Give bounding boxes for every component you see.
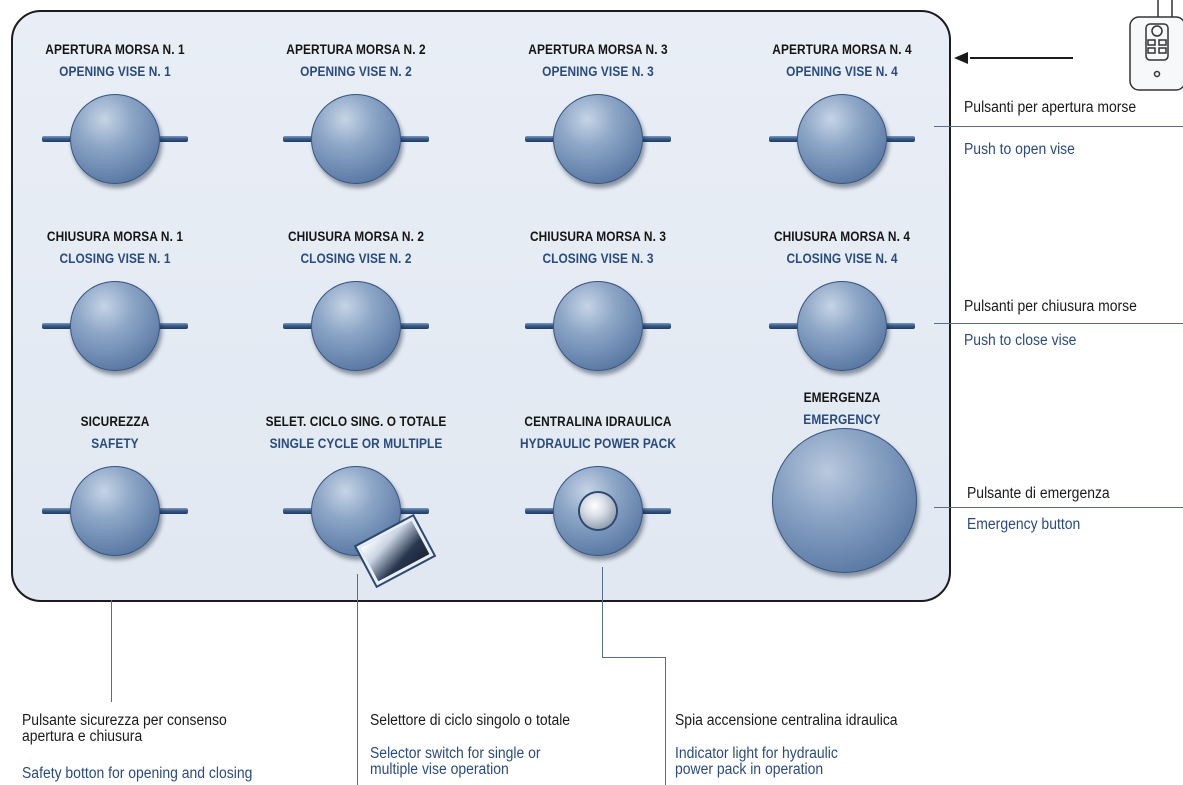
leader-line-lamp-b	[602, 657, 666, 658]
control-label-en: CLOSING VISE N. 2	[300, 251, 412, 266]
control-label-it: SICUREZZA	[80, 414, 150, 429]
control-label-it: SELET. CICLO SING. O TOTALE	[265, 414, 447, 429]
closing-vise-3-control: CHIUSURA MORSA N. 3 CLOSING VISE N. 3	[488, 229, 708, 409]
hydraulic-indicator-housing	[553, 466, 643, 556]
control-label-en: HYDRAULIC POWER PACK	[520, 436, 676, 451]
safety-button[interactable]	[70, 466, 160, 556]
annotation-selector-en: Selector switch for single or multiple v…	[370, 745, 541, 778]
closing-vise-4-button[interactable]	[797, 281, 887, 371]
control-label-en: OPENING VISE N. 3	[542, 64, 654, 79]
annotation-lamp-en: Indicator light for hydraulic power pack…	[675, 745, 838, 778]
opening-vise-3-button[interactable]	[553, 94, 643, 184]
opening-vise-4-control: APERTURA MORSA N. 4 OPENING VISE N. 4	[732, 42, 952, 222]
opening-vise-4-button[interactable]	[797, 94, 887, 184]
control-label-en: OPENING VISE N. 2	[300, 64, 412, 79]
leader-line-safety	[111, 600, 112, 702]
control-label-en: OPENING VISE N. 4	[786, 64, 898, 79]
control-label-en: SAFETY	[91, 436, 139, 451]
annotation-safety-en: Safety botton for opening and closing	[22, 765, 253, 782]
control-label-en: CLOSING VISE N. 3	[542, 251, 654, 266]
opening-vise-2-button[interactable]	[311, 94, 401, 184]
closing-vise-1-control: CHIUSURA MORSA N. 1 CLOSING VISE N. 1	[5, 229, 225, 409]
closing-vise-1-button[interactable]	[70, 281, 160, 371]
control-label-it: CHIUSURA MORSA N. 4	[773, 229, 911, 244]
control-unit-icon	[1129, 0, 1183, 91]
annotation-selector-it: Selettore di ciclo singolo o totale	[370, 712, 571, 729]
leader-line-lamp-a	[602, 567, 603, 657]
arrow-left-icon	[954, 52, 1073, 64]
emergency-button[interactable]	[772, 428, 917, 573]
annotation-lamp-it: Spia accensione centralina idraulica	[675, 712, 898, 729]
emergency-control: EMERGENZA EMERGENCY	[732, 390, 952, 590]
safety-control: SICUREZZA SAFETY	[5, 414, 225, 594]
control-label-en: SINGLE CYCLE OR MULTIPLE	[269, 436, 443, 451]
cycle-selector-control: SELET. CICLO SING. O TOTALE SINGLE CYCLE…	[246, 414, 466, 594]
leader-line-closing	[934, 323, 1183, 324]
leader-line-emergency	[934, 507, 1183, 508]
control-label-it: APERTURA MORSA N. 3	[528, 42, 668, 57]
annotation-emergency-it: Pulsante di emergenza	[967, 485, 1110, 502]
hydraulic-power-pack-control: CENTRALINA IDRAULICA HYDRAULIC POWER PAC…	[488, 414, 708, 594]
opening-vise-1-button[interactable]	[70, 94, 160, 184]
closing-vise-4-control: CHIUSURA MORSA N. 4 CLOSING VISE N. 4	[732, 229, 952, 409]
leader-line-lamp-c	[665, 657, 666, 785]
opening-vise-1-control: APERTURA MORSA N. 1 OPENING VISE N. 1	[5, 42, 225, 222]
control-label-it: CHIUSURA MORSA N. 2	[287, 229, 425, 244]
control-label-en: EMERGENCY	[803, 412, 881, 427]
leader-line-opening	[934, 126, 1183, 127]
control-label-it: CENTRALINA IDRAULICA	[524, 414, 672, 429]
annotation-closing-en: Push to close vise	[964, 332, 1077, 349]
closing-vise-2-control: CHIUSURA MORSA N. 2 CLOSING VISE N. 2	[246, 229, 466, 409]
annotation-opening-en: Push to open vise	[964, 141, 1075, 158]
annotation-closing-it: Pulsanti per chiusura morse	[964, 298, 1137, 315]
annotation-emergency-en: Emergency button	[967, 516, 1081, 533]
opening-vise-2-control: APERTURA MORSA N. 2 OPENING VISE N. 2	[246, 42, 466, 222]
leader-line-selector	[357, 574, 358, 785]
control-label-en: OPENING VISE N. 1	[59, 64, 171, 79]
annotation-safety-it: Pulsante sicurezza per consenso apertura…	[22, 712, 227, 745]
annotation-opening-it: Pulsanti per apertura morse	[964, 99, 1137, 116]
closing-vise-2-button[interactable]	[311, 281, 401, 371]
control-label-it: APERTURA MORSA N. 1	[45, 42, 185, 57]
control-label-it: EMERGENZA	[803, 390, 881, 405]
control-label-en: CLOSING VISE N. 4	[786, 251, 898, 266]
opening-vise-3-control: APERTURA MORSA N. 3 OPENING VISE N. 3	[488, 42, 708, 222]
device-reference	[954, 0, 1183, 91]
control-label-it: CHIUSURA MORSA N. 1	[46, 229, 184, 244]
closing-vise-3-button[interactable]	[553, 281, 643, 371]
cycle-selector-switch[interactable]	[311, 466, 436, 589]
selector-key-slot	[354, 513, 436, 589]
control-label-en: CLOSING VISE N. 1	[59, 251, 171, 266]
indicator-light	[580, 493, 616, 529]
control-label-it: APERTURA MORSA N. 2	[286, 42, 426, 57]
control-label-it: APERTURA MORSA N. 4	[772, 42, 912, 57]
control-label-it: CHIUSURA MORSA N. 3	[529, 229, 667, 244]
